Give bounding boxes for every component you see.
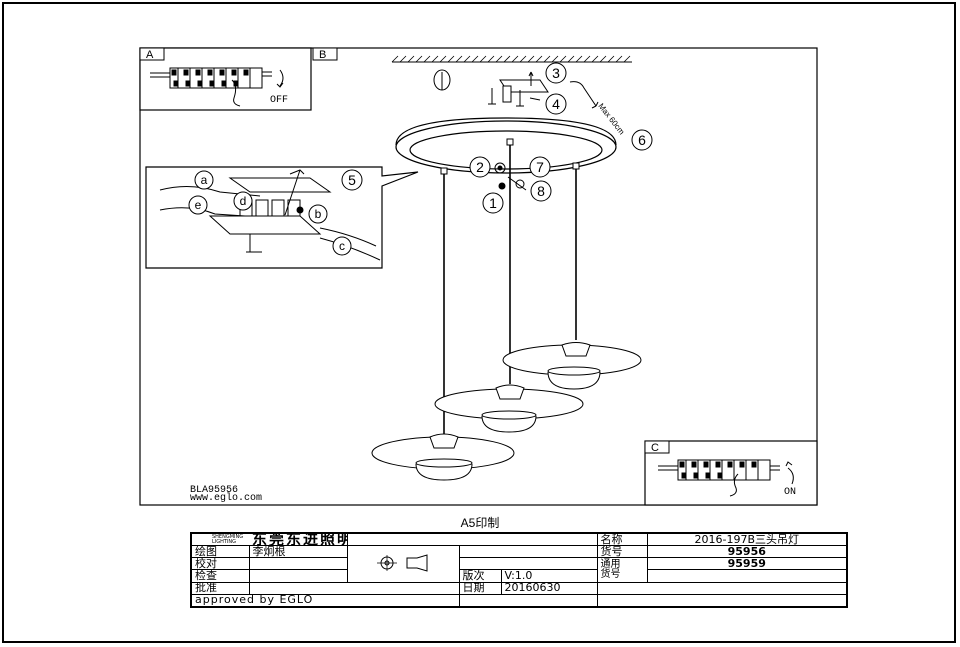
common-item-number: 95959 [646,557,848,571]
callout-2-circle [469,156,491,178]
drafter-name: 李炯根 [248,545,348,559]
terminal-block-a-icon [150,67,284,107]
panel-c-on-label: ON [784,487,796,498]
callout-8-circle [530,180,552,202]
panel-b-letter: B [319,49,326,61]
projection-symbol-icon [377,554,428,572]
common-item-cell: 通用 货号 [596,557,648,583]
panel-c: C ON [644,440,818,506]
callout-5-circle [341,169,363,191]
title-block: SHENGMING LIGHTING 东莞东进照明有限公司 名称 2016-19… [190,532,849,608]
approve-label: 批准 [190,581,250,595]
lamp-shade-3 [371,433,515,481]
panel-a-letter: A [146,49,154,61]
callout-8: 8 [537,183,545,199]
callout-4: 4 [552,96,560,112]
callout-circles [188,62,653,256]
product-name: 2016-197B三头吊灯 [646,532,848,547]
lamp-shade-2 [434,384,584,433]
version-label: 版次 [458,569,502,583]
ceiling-canopy [395,117,617,174]
draw-label: 绘图 [190,545,250,559]
panel-a: A OFF [139,47,312,111]
ceiling [391,55,632,63]
inspect-label: 检查 [190,569,250,583]
projection-symbol-cell [346,545,460,583]
item-number: 95956 [646,545,848,559]
logo-text: SHENGMING LIGHTING [212,534,244,545]
callout-e-circle [188,195,208,215]
callout-b-circle [308,204,328,224]
callout-1-circle [482,192,504,214]
callout-6-circle [631,129,653,151]
panel-c-letter-box [644,440,670,454]
callout-c-circle [332,236,352,256]
date-value: 20160630 [500,581,598,595]
panel-c-letter: C [651,442,659,454]
callout-e: e [195,198,202,212]
cable-ends [440,138,580,175]
callout-c: c [339,239,345,253]
panel-a-off-label: OFF [270,95,288,106]
lamp-shade-1 [502,342,642,390]
main-drawing-border [139,47,818,506]
check-label: 校对 [190,557,250,571]
common-label-2: 货号 [600,568,621,580]
callout-b: b [315,207,322,221]
company-name: 东莞东进照明有限公司 [252,533,346,546]
print-note: A5印制 [460,516,500,530]
website: www.eglo.com [190,492,262,504]
callout-7-circle [529,156,551,178]
panel-b-letter-box [312,47,338,61]
approved-by: approved by EGLO [190,593,460,608]
callout-1: 1 [489,195,497,211]
callout-3: 3 [552,65,560,81]
callout-a: a [201,173,208,187]
callout-5: 5 [348,172,356,188]
suspension-cables [443,142,577,436]
callout-2: 2 [476,159,484,175]
terminal-block-c-icon [658,459,794,497]
callout-4-circle [545,93,567,115]
wiring-detail-panel [145,166,419,269]
version-value: V:1.0 [500,569,598,583]
logo-cell: SHENGMING LIGHTING 东莞东进照明有限公司 [190,532,348,547]
center-fixings [494,162,527,191]
callout-7: 7 [536,159,544,175]
itemno-label: 货号 [596,545,648,559]
callout-3-circle [545,62,567,84]
callout-6: 6 [638,132,646,148]
model-code: BLA95956 [190,485,238,496]
callout-d: d [240,194,247,208]
mounting-hardware-icon [433,69,599,109]
callout-d-circle [233,191,253,211]
common-label: 通用 [600,558,621,570]
name-label: 名称 [596,532,648,547]
panel-a-letter-box [139,47,165,61]
date-label: 日期 [458,581,502,595]
callout-a-circle [194,170,214,190]
